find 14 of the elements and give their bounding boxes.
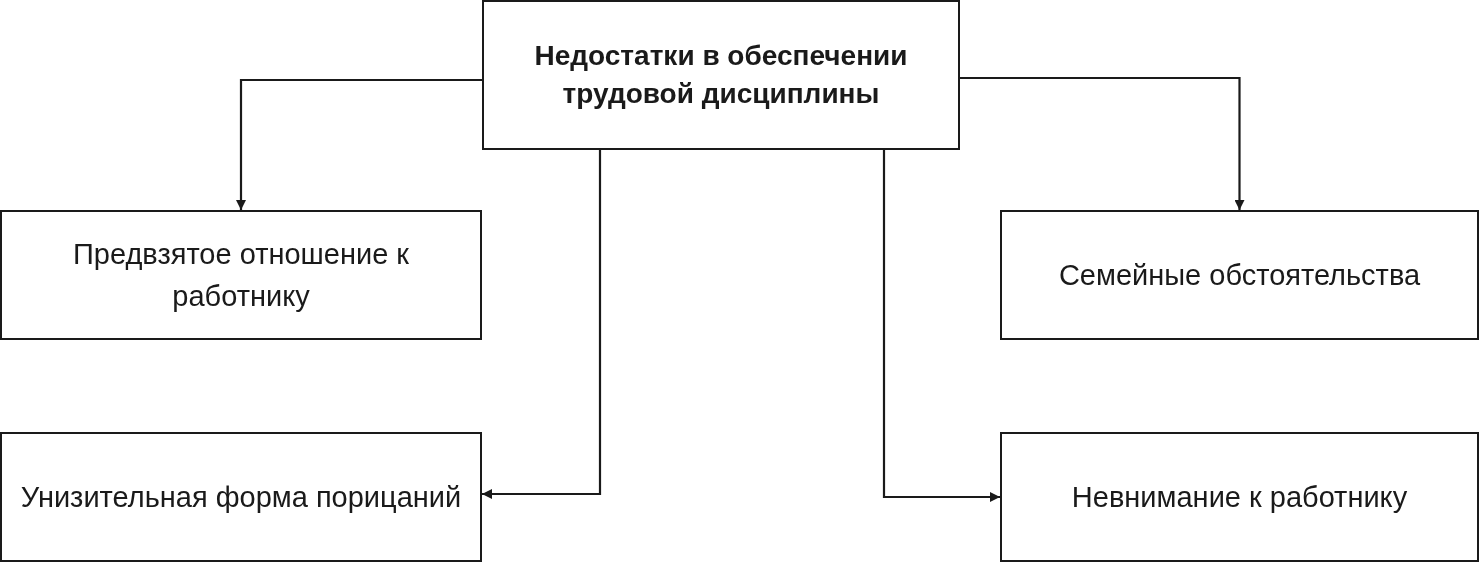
process-box	[0, 210, 482, 340]
process-box	[0, 432, 482, 562]
process-box	[482, 0, 960, 150]
arrow	[882, 150, 1000, 502]
box-label: Унизительная форма порицаний	[19, 479, 463, 515]
process-box	[1000, 432, 1479, 562]
arrow	[960, 76, 1245, 210]
box-label: Семейные обстоятельства	[1057, 257, 1422, 293]
box-label: Недостатки в обеспечении трудовой дисциплины	[533, 39, 909, 111]
box-label: Предвзятое отношение к работнику	[71, 236, 411, 314]
box-label: Невнимание к работнику	[1070, 479, 1409, 515]
arrow	[482, 150, 602, 499]
process-box	[1000, 210, 1479, 340]
arrow	[236, 78, 482, 210]
